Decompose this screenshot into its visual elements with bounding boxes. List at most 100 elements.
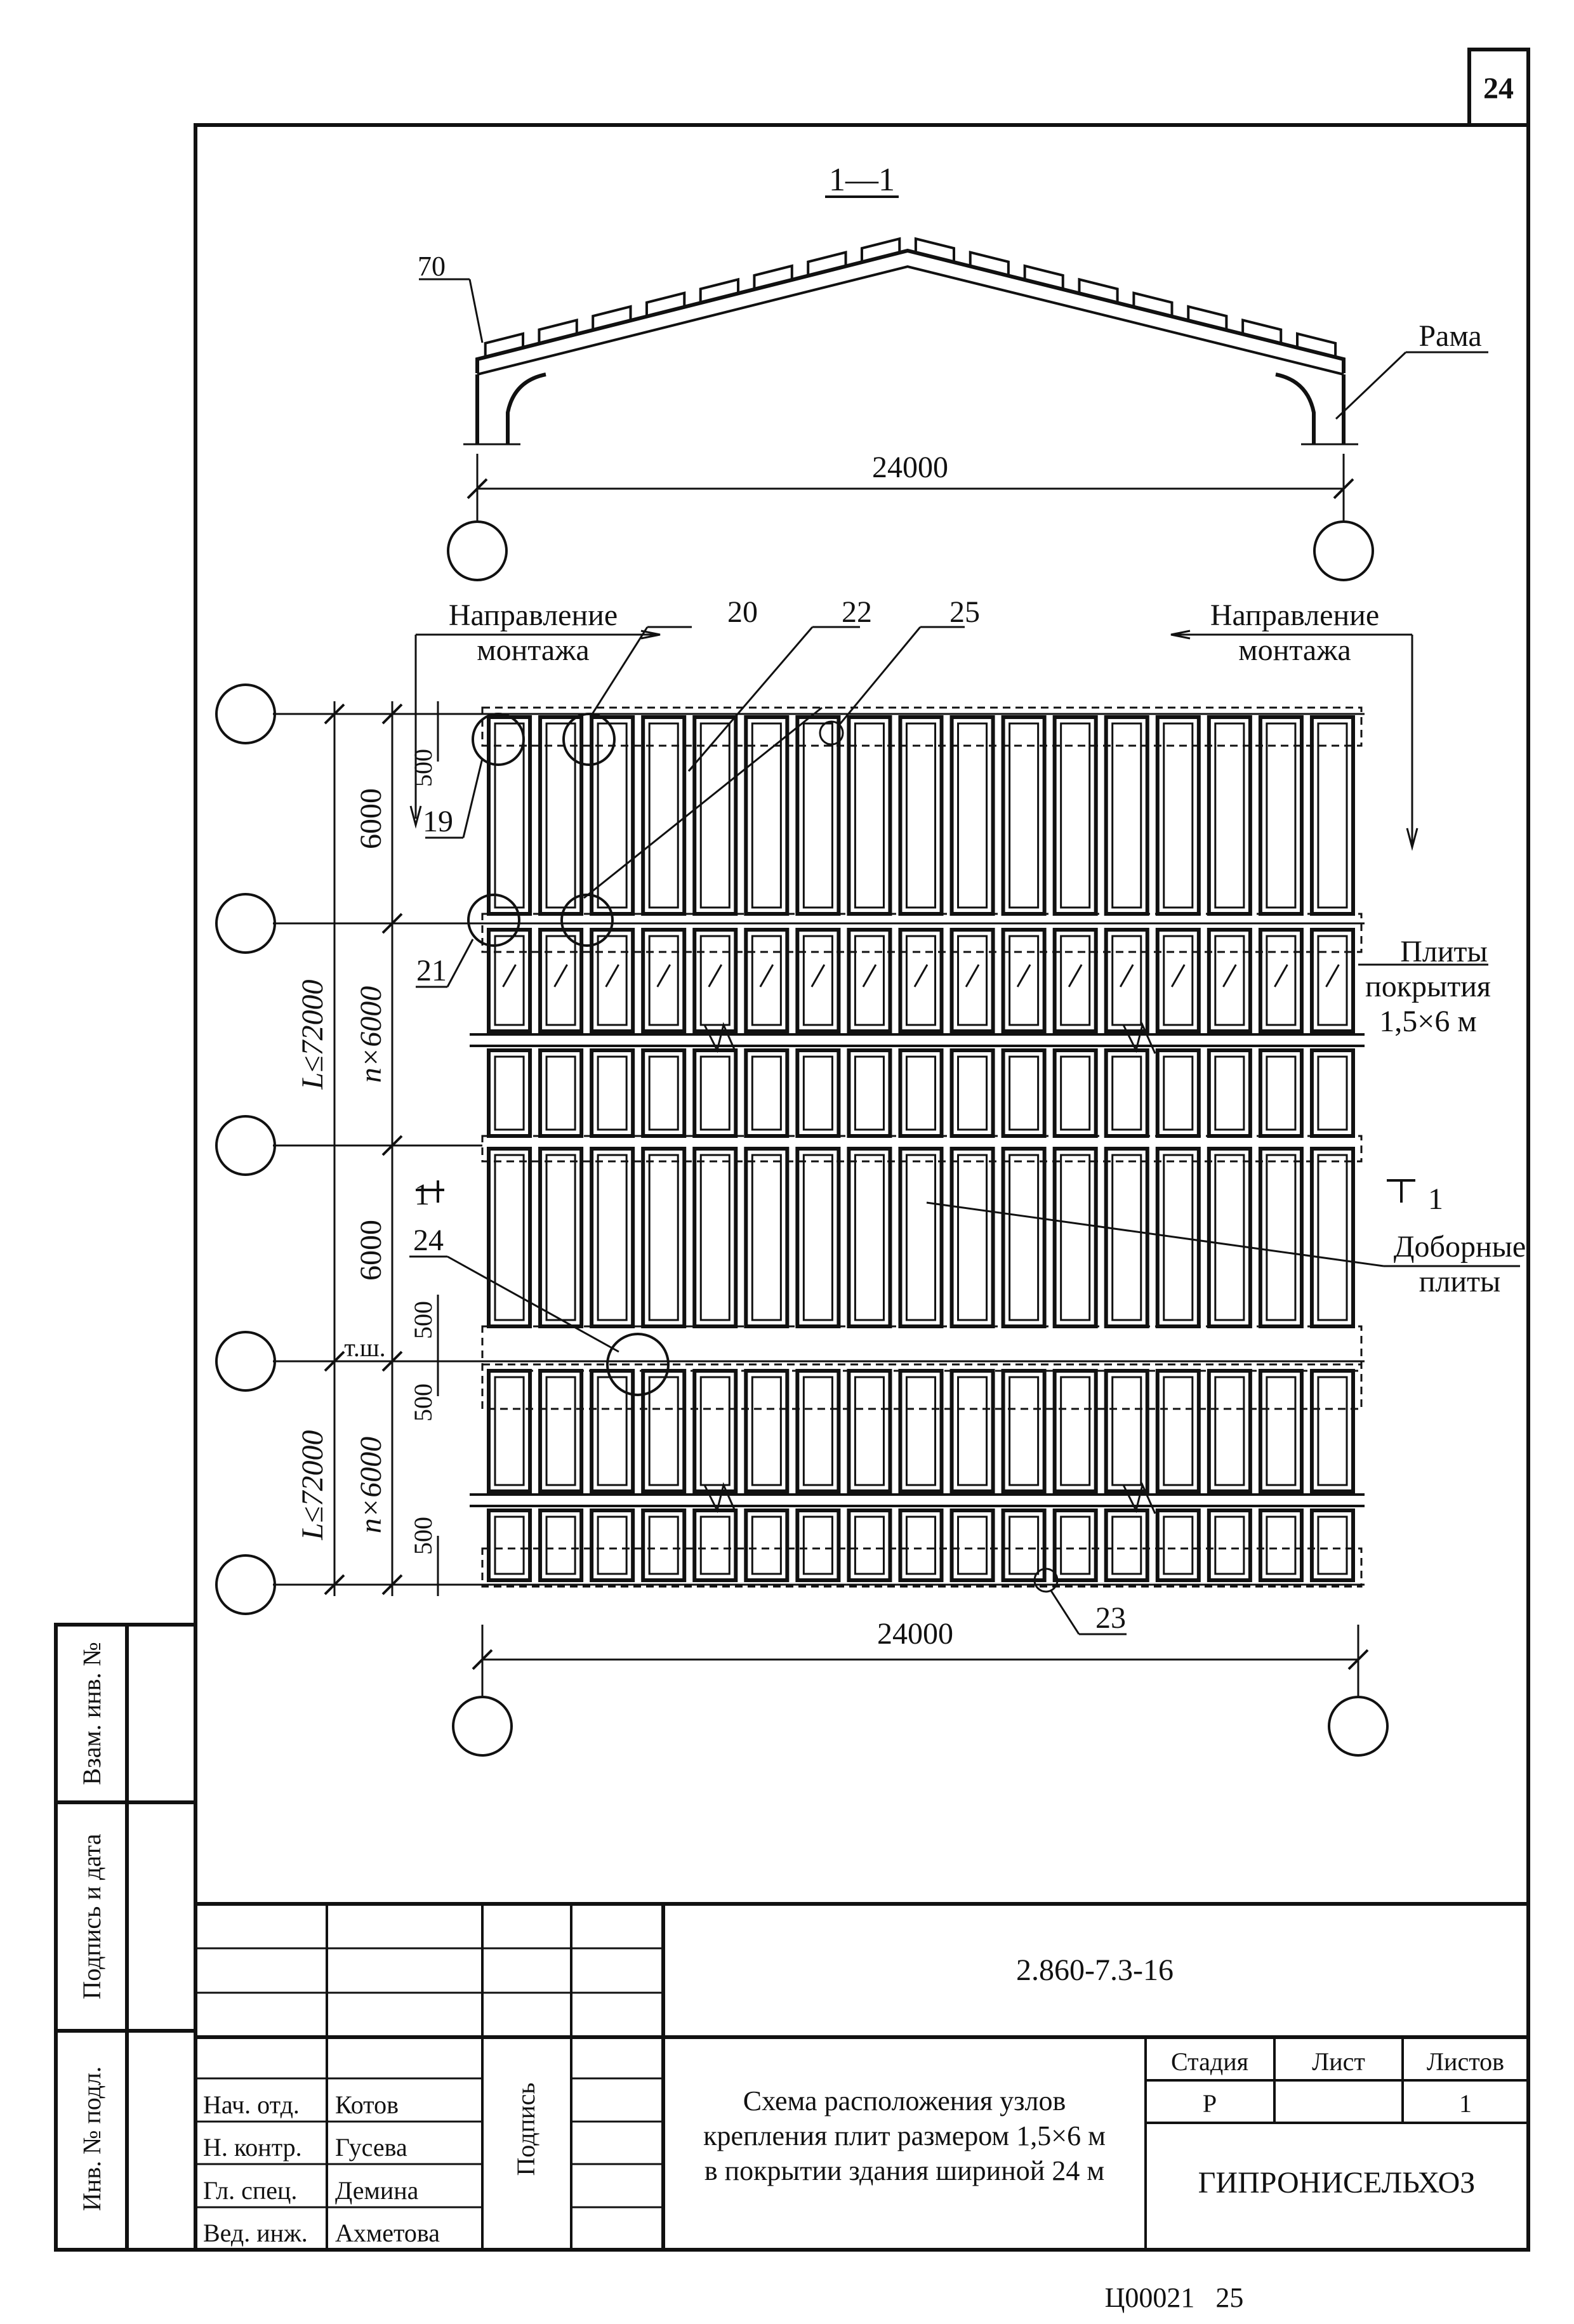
roof-plate [1023,264,1064,291]
roof-plate-inner [1060,1055,1091,1131]
roof-plate [860,237,901,264]
roof-plate-plan [949,1509,995,1582]
roof-plate-inner [597,1376,628,1486]
roof-plate-inner [1266,1515,1297,1575]
dim-6000-mid: 6000 [354,1220,388,1281]
plate-tick [965,964,980,987]
roof-plate-inner [494,1376,525,1486]
label-vzam-inv: Взам. инв. № [77,1642,106,1785]
label-podpis-data: Подпись и дата [77,1833,106,1999]
roof-plate-inner [751,935,782,1026]
roof-plate-inner [802,1376,833,1486]
roof-plate-inner [648,1055,679,1131]
roof-plate-plan [1258,1048,1304,1138]
roof-plate-plan [641,1509,687,1582]
roof-plate-plan [1001,1048,1047,1138]
roof-plate-plan [1207,1509,1252,1582]
roof-plate-plan [590,1369,635,1493]
roof-plate-inner [854,1154,885,1321]
roof-plate-inner [545,1515,576,1575]
plan-span-bottom: 24000 [877,1617,953,1651]
name-1: Котов [335,2090,399,2119]
roof-plate-inner [1163,1154,1194,1321]
roof-plate [484,332,525,359]
label-extra-line1: Доборные [1394,1230,1526,1264]
dim-500-a: 500 [409,1301,437,1339]
roof-plate [538,318,578,345]
plate-tick [605,964,619,987]
roof-plate-plan [847,1509,892,1582]
roof-plate-plan [1207,1147,1252,1328]
roof-plates [484,237,1337,359]
roof-plate-plan [1309,928,1355,1033]
roof-plate-plan [538,928,584,1033]
roof-plate-inner [1009,1055,1040,1131]
plate-tick [1068,964,1083,987]
stage-value: Р [1203,2089,1217,2118]
role-1: Нач. отд. [203,2090,300,2119]
plate-tick [553,964,568,987]
label-inv-podl: Инв. № подл. [77,2066,106,2211]
roof-plate-inner [494,935,525,1026]
dim-n6000-top: n×6000 [354,986,388,1083]
roof-plate-plan [487,1509,532,1582]
plate-tick [913,964,929,987]
plate-tick [1170,964,1186,987]
roof-plate-inner [854,1055,885,1131]
roof-plate [1132,291,1174,319]
roof-plate-plan [1052,1509,1098,1582]
plate-tick [656,964,671,987]
roof-plate-inner [802,935,833,1026]
roof-plate-inner [751,1515,782,1575]
roof-plate [914,237,955,264]
roof-plan: Направление монтажа Направление монтажа [215,595,1526,1757]
roof-plate-inner [905,1376,937,1486]
roof-plate-inner [1009,935,1040,1026]
label-extra-line2: плиты [1419,1265,1501,1298]
roof-plate-plan [1155,1048,1201,1138]
roof-plate-inner [597,935,628,1026]
roof-plate-inner [1317,722,1348,909]
plate-tick [1016,964,1031,987]
roof-plate-inner [1111,1055,1142,1131]
roof-plate-inner [545,1154,576,1321]
roof-plate-inner [1266,1055,1297,1131]
roof-plate [699,277,740,305]
roof-plate-inner [1009,1376,1040,1486]
roof-plate-plan [795,928,841,1033]
roof-plate-inner [957,722,988,909]
roof-plate-inner [751,1376,782,1486]
roof-plate-plan [692,1369,738,1493]
section-title: 1—1 [829,162,895,198]
roof-plate [807,251,847,278]
roof-plate-plan [1155,928,1201,1033]
roof-plate-inner [597,1515,628,1575]
roof-plate-inner [1163,1515,1194,1575]
roof-plate-inner [699,1376,731,1486]
roof-plate-plan [1309,1048,1355,1138]
roof-plate-plan [1207,1048,1252,1138]
roof-plate-inner [802,1055,833,1131]
roof-plate-inner [1111,1515,1142,1575]
dim-L-bot: L≤72000 [296,1430,329,1540]
roof-plate-plan [847,928,892,1033]
roof-plate-inner [1111,722,1142,909]
plate-tick [502,964,517,987]
title-line-3: в покрытии здания шириной 24 м [704,2155,1104,2186]
roof-plate-inner [957,1055,988,1131]
roof-plate-plan [949,1147,995,1328]
roof-plate-inner [1214,1376,1245,1486]
roof-plate-plan [1258,928,1304,1033]
stage-header: Стадия [1171,2047,1248,2076]
roof-plate-plan [1052,928,1098,1033]
roof-plate-inner [905,1154,937,1321]
roof-plate-inner [905,935,937,1026]
roof-plate-inner [751,1154,782,1321]
callout-20: 20 [727,595,758,629]
roof-plate-plan [1052,715,1098,916]
plate-tick [862,964,877,987]
roof-plate-plan [1052,1048,1098,1138]
name-3: Демина [335,2176,419,2205]
roof-plate-plan [795,1509,841,1582]
